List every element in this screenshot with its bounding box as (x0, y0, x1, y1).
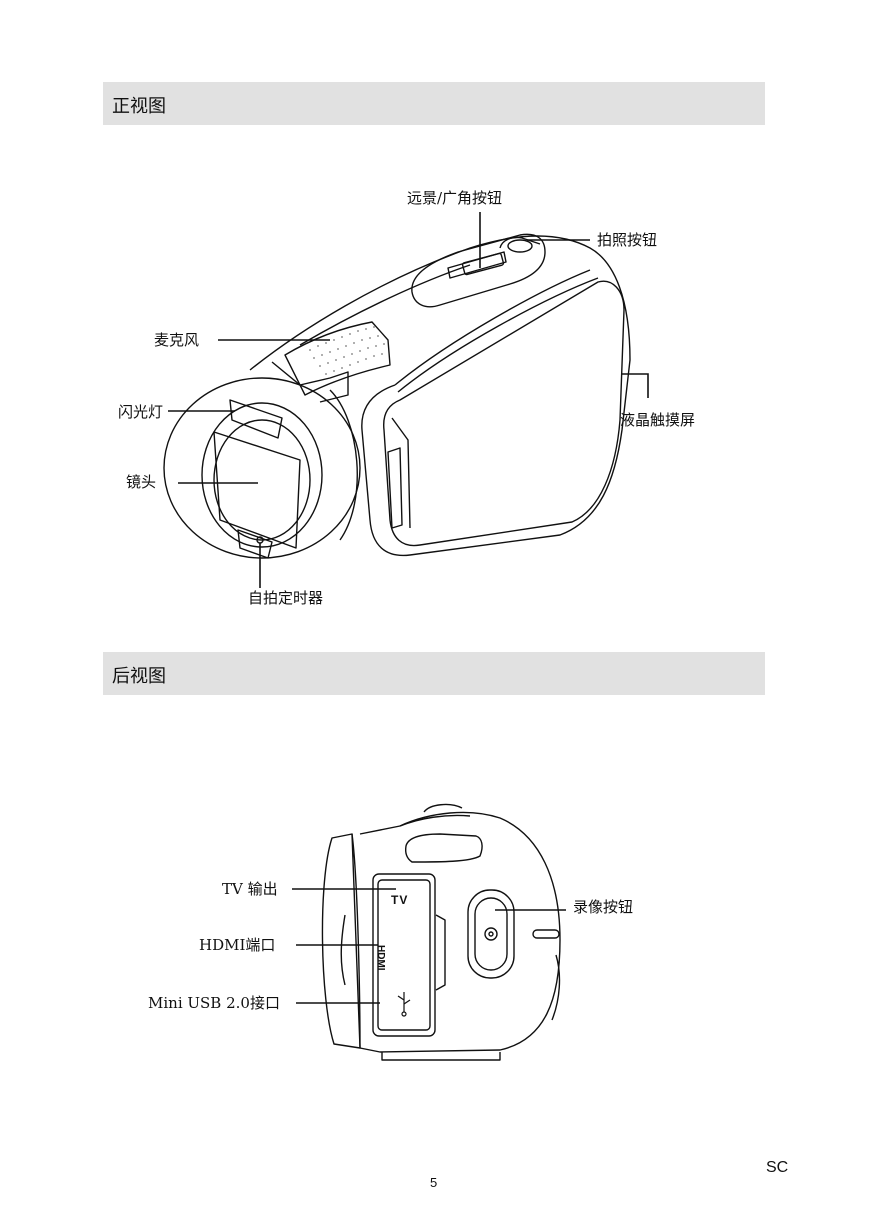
page-number: 5 (430, 1175, 438, 1190)
label-microphone: 麦克风 (154, 331, 200, 349)
label-lens: 镜头 (126, 473, 157, 491)
label-hdmi-port: HDMI端口 (199, 936, 276, 954)
hdmi-port-mark: HDMI (375, 945, 386, 971)
label-lcd-touchscreen: 液晶触摸屏 (620, 411, 696, 429)
section-title-front: 正视图 (112, 96, 166, 117)
label-zoom-button: 远景/广角按钮 (407, 189, 503, 207)
label-tv-out: TV 输出 (222, 880, 278, 898)
label-mini-usb: Mini USB 2.0接口 (148, 994, 280, 1012)
label-self-timer: 自拍定时器 (248, 589, 324, 607)
usb-icon (397, 992, 411, 1017)
section-title-rear: 后视图 (112, 666, 166, 687)
label-flash: 闪光灯 (118, 403, 164, 421)
tv-port-mark: TV (391, 893, 409, 907)
section-header-rear: 后视图 (103, 652, 765, 695)
section-header-front: 正视图 (103, 82, 765, 125)
label-record-button: 录像按钮 (573, 898, 634, 916)
language-code: SC (766, 1159, 789, 1176)
label-photo-button: 拍照按钮 (597, 231, 658, 249)
